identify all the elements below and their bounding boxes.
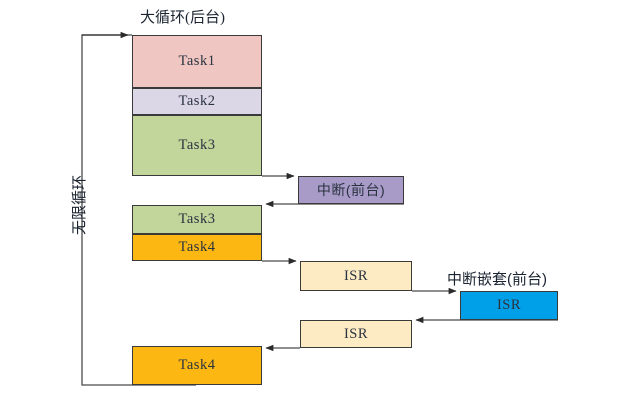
task-block-label: Task4 bbox=[178, 357, 216, 373]
nested-isr-block[interactable]: ISR bbox=[460, 291, 558, 320]
main-column-title: 大循环(后台) bbox=[140, 10, 225, 26]
isr-block-label: ISR bbox=[343, 267, 369, 284]
nested-interrupt-title: 中断嵌套(前台) bbox=[447, 271, 547, 288]
task-block-task1[interactable]: Task1 bbox=[132, 35, 262, 88]
task-block-task3-first[interactable]: Task3 bbox=[132, 115, 262, 176]
task-block-task4-first[interactable]: Task4 bbox=[132, 234, 262, 261]
task-block-label: Task4 bbox=[178, 239, 216, 255]
task-block-label: Task1 bbox=[178, 53, 216, 69]
task-block-task2[interactable]: Task2 bbox=[132, 88, 262, 115]
task-block-task4-second[interactable]: Task4 bbox=[132, 346, 262, 385]
background-gap-upper bbox=[132, 176, 262, 205]
background-gap-lower bbox=[132, 261, 262, 346]
task-block-label: Task3 bbox=[178, 211, 216, 227]
nested-isr-block-label: ISR bbox=[496, 297, 522, 313]
interrupt-block[interactable]: 中断(前台) bbox=[298, 176, 404, 204]
isr-block-label: ISR bbox=[343, 325, 369, 342]
isr-block-first[interactable]: ISR bbox=[300, 261, 412, 291]
task-block-label: Task2 bbox=[178, 93, 216, 109]
isr-gap bbox=[300, 291, 412, 320]
task-block-task3-second[interactable]: Task3 bbox=[132, 205, 262, 234]
infinite-loop-label: 无限循环 bbox=[72, 175, 88, 236]
isr-block-second[interactable]: ISR bbox=[300, 320, 412, 348]
task-block-label: Task3 bbox=[178, 137, 216, 153]
interrupt-block-label: 中断(前台) bbox=[316, 182, 386, 198]
